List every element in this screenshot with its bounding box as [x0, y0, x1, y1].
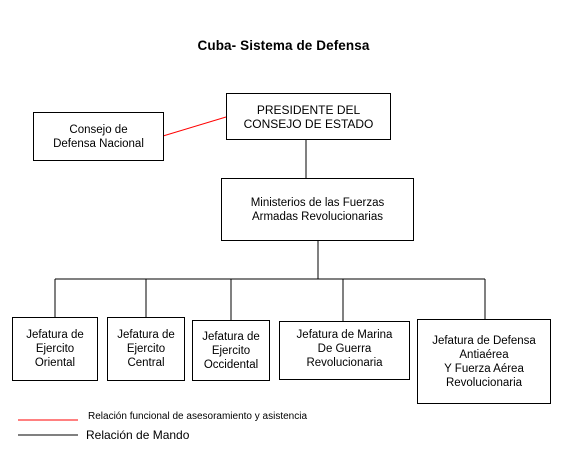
node-ejercito-central: Jefatura de Ejercito Central [107, 317, 185, 381]
legend-command-label: Relación de Mando [86, 428, 190, 442]
advisory-line-consejo-presidente [162, 116, 227, 137]
diagram-title: Cuba- Sistema de Defensa [197, 38, 370, 53]
node-marina-guerra: Jefatura de Marina De Guerra Revoluciona… [279, 321, 410, 380]
node-defensa-antiaerea: Jefatura de Defensa Antiaérea Y Fuerza A… [417, 319, 551, 404]
node-ejercito-occidental: Jefatura de Ejercito Occidental [192, 320, 270, 381]
node-presidente: PRESIDENTE DEL CONSEJO DE ESTADO [226, 93, 391, 140]
legend-advisory-label: Relación funcional de asesoramiento y as… [88, 411, 308, 422]
node-ministerios-far: Ministerios de las Fuerzas Armadas Revol… [221, 178, 414, 241]
node-consejo-defensa-nacional: Consejo de Defensa Nacional [33, 112, 164, 161]
node-ejercito-oriental: Jefatura de Ejercito Oriental [12, 317, 98, 381]
